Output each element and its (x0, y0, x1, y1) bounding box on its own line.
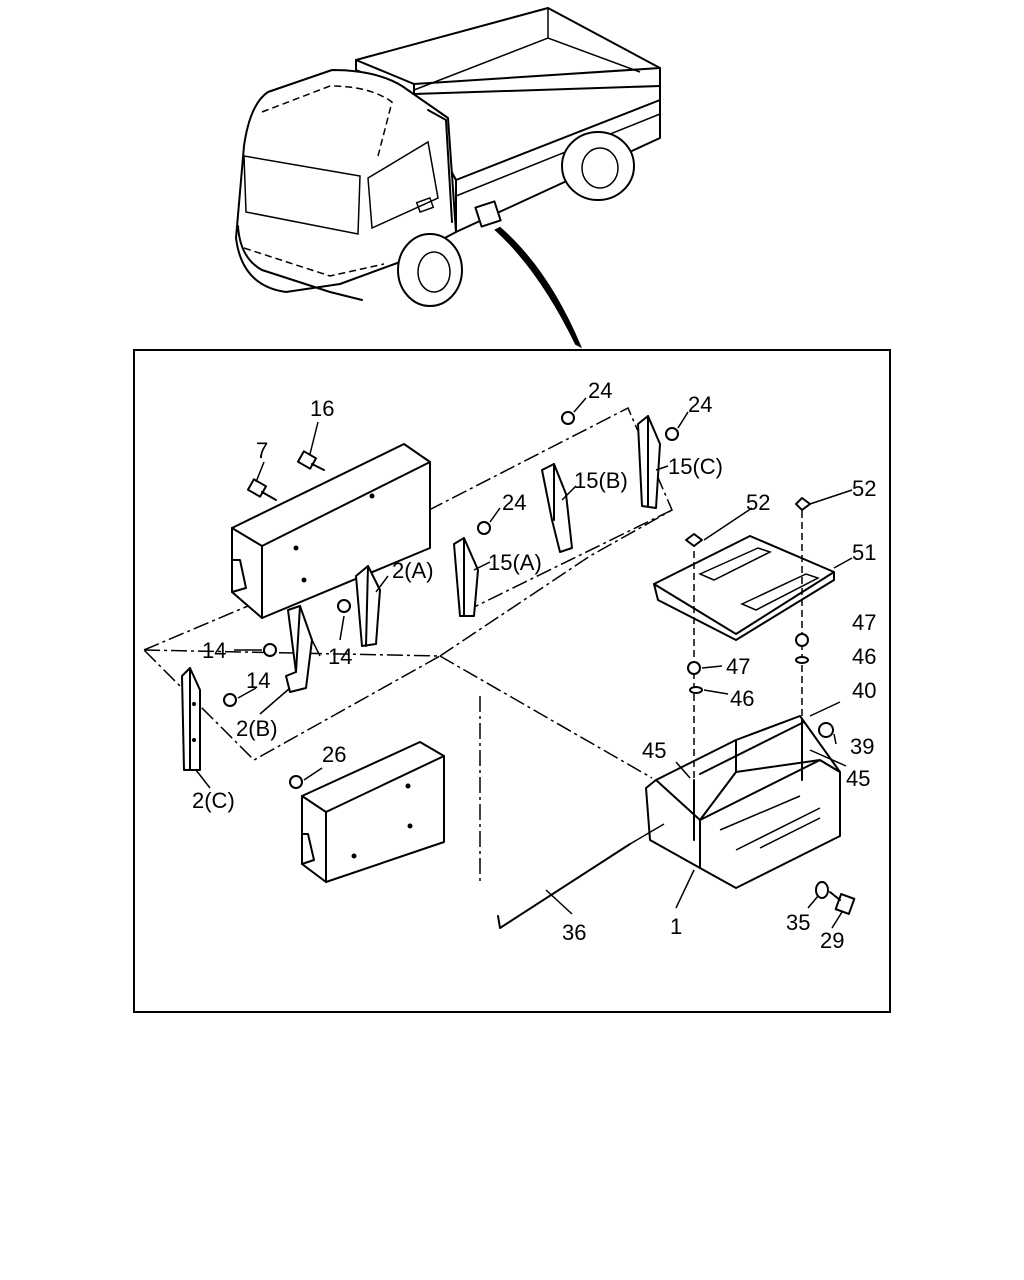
bracket-2b (285, 605, 321, 693)
bracket-15a (453, 537, 479, 617)
callout-36: 36 (562, 920, 586, 945)
wing-nuts-52 (685, 497, 811, 547)
rod-36 (497, 823, 665, 929)
truck-illustration (235, 7, 661, 349)
callout-52: 52 (852, 476, 876, 501)
bolt-16 (296, 450, 325, 471)
callout-2b: 2(B) (236, 716, 278, 741)
bolt-7 (246, 478, 277, 501)
callout-51: 51 (852, 540, 876, 565)
bracket-2c (181, 667, 201, 771)
nut-26 (289, 775, 303, 789)
nut-14 (223, 599, 351, 707)
callout-2a: 2(A) (392, 558, 434, 583)
bracket-15c (637, 415, 661, 509)
callout-46: 46 (852, 644, 876, 669)
callout-15c: 15(C) (668, 454, 723, 479)
callout-47: 47 (726, 654, 750, 679)
callout-16: 16 (310, 396, 334, 421)
battery-hold-down-plate-51 (653, 535, 835, 641)
callout-26: 26 (322, 742, 346, 767)
callout-2c: 2(C) (192, 788, 235, 813)
callout-46: 46 (730, 686, 754, 711)
callout-24: 24 (588, 378, 612, 403)
leader-lines (195, 397, 853, 929)
bracket-2a (355, 565, 381, 647)
callout-24: 24 (688, 392, 712, 417)
frame-rail-upper (231, 443, 431, 619)
callout-45: 45 (846, 766, 870, 791)
nuts-47-washers-46 (687, 633, 809, 694)
battery-carrier-tray (645, 715, 841, 889)
callout-24: 24 (502, 490, 526, 515)
callout-39: 39 (850, 734, 874, 759)
nut-24 (477, 411, 679, 535)
callout-45: 45 (642, 738, 666, 763)
callout-52: 52 (746, 490, 770, 515)
detail-frame (133, 349, 891, 1013)
frame-rail-lower (301, 741, 445, 883)
callout-7: 7 (256, 438, 268, 463)
bracket-15b (541, 463, 573, 553)
callout-40: 40 (852, 678, 876, 703)
callout-35: 35 (786, 910, 810, 935)
callout-15a: 15(A) (488, 550, 542, 575)
callout-1: 1 (670, 914, 682, 939)
nut-39-rod-40 (699, 721, 834, 775)
callout-47: 47 (852, 610, 876, 635)
callout-29: 29 (820, 928, 844, 953)
callout-15b: 15(B) (574, 468, 628, 493)
callout-14: 14 (246, 668, 270, 693)
callout-14: 14 (202, 638, 226, 663)
j-bolts (693, 500, 803, 841)
bolt-29-washer-35 (815, 881, 856, 915)
callout-labels: 16 7 24 24 24 15(B) 15(C) 15(A) 2(A) 14 … (192, 378, 876, 953)
callout-14: 14 (328, 644, 352, 669)
